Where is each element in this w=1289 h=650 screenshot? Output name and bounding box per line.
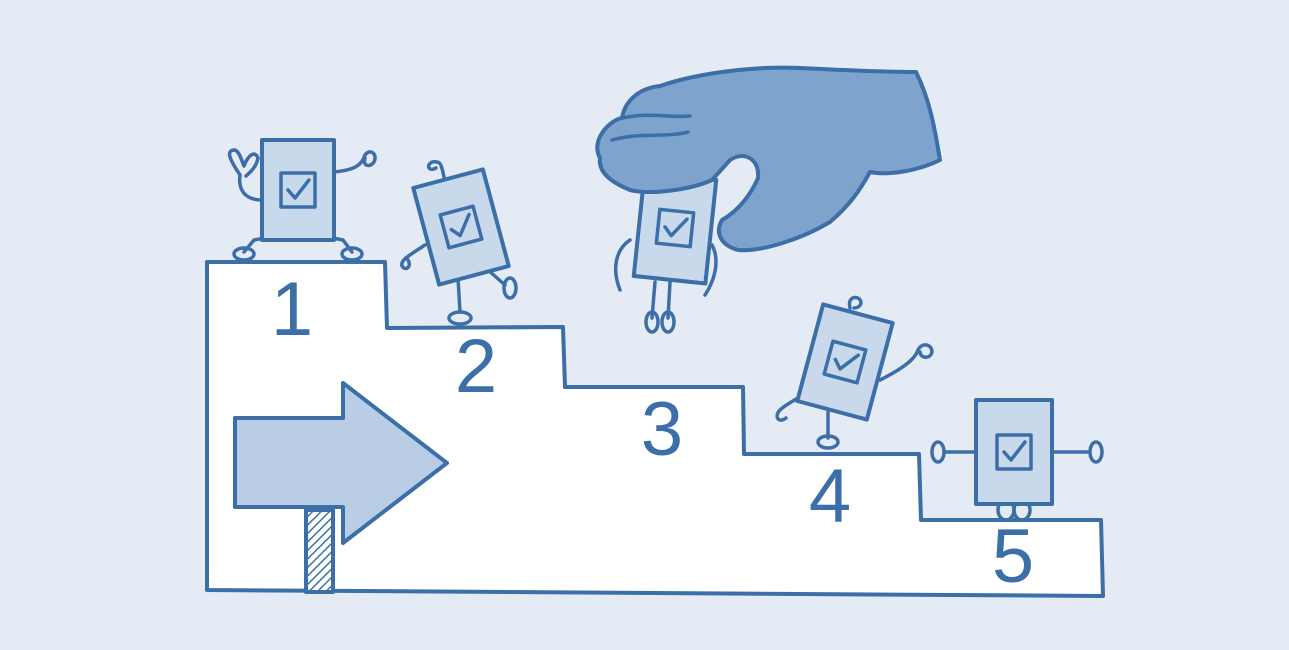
step-number-1: 1 xyxy=(271,267,313,352)
checkbox-character-5 xyxy=(932,400,1102,520)
checkbox-character-4 xyxy=(777,297,932,448)
checkbox-character-2 xyxy=(402,162,516,324)
step-number-5: 5 xyxy=(992,514,1034,599)
step-number-4: 4 xyxy=(809,454,851,539)
checkbox-character-1 xyxy=(230,140,376,260)
step-number-2: 2 xyxy=(455,324,497,409)
signpost-pole xyxy=(306,510,333,592)
step-number-3: 3 xyxy=(641,387,683,472)
hand-with-character-3 xyxy=(597,68,940,332)
